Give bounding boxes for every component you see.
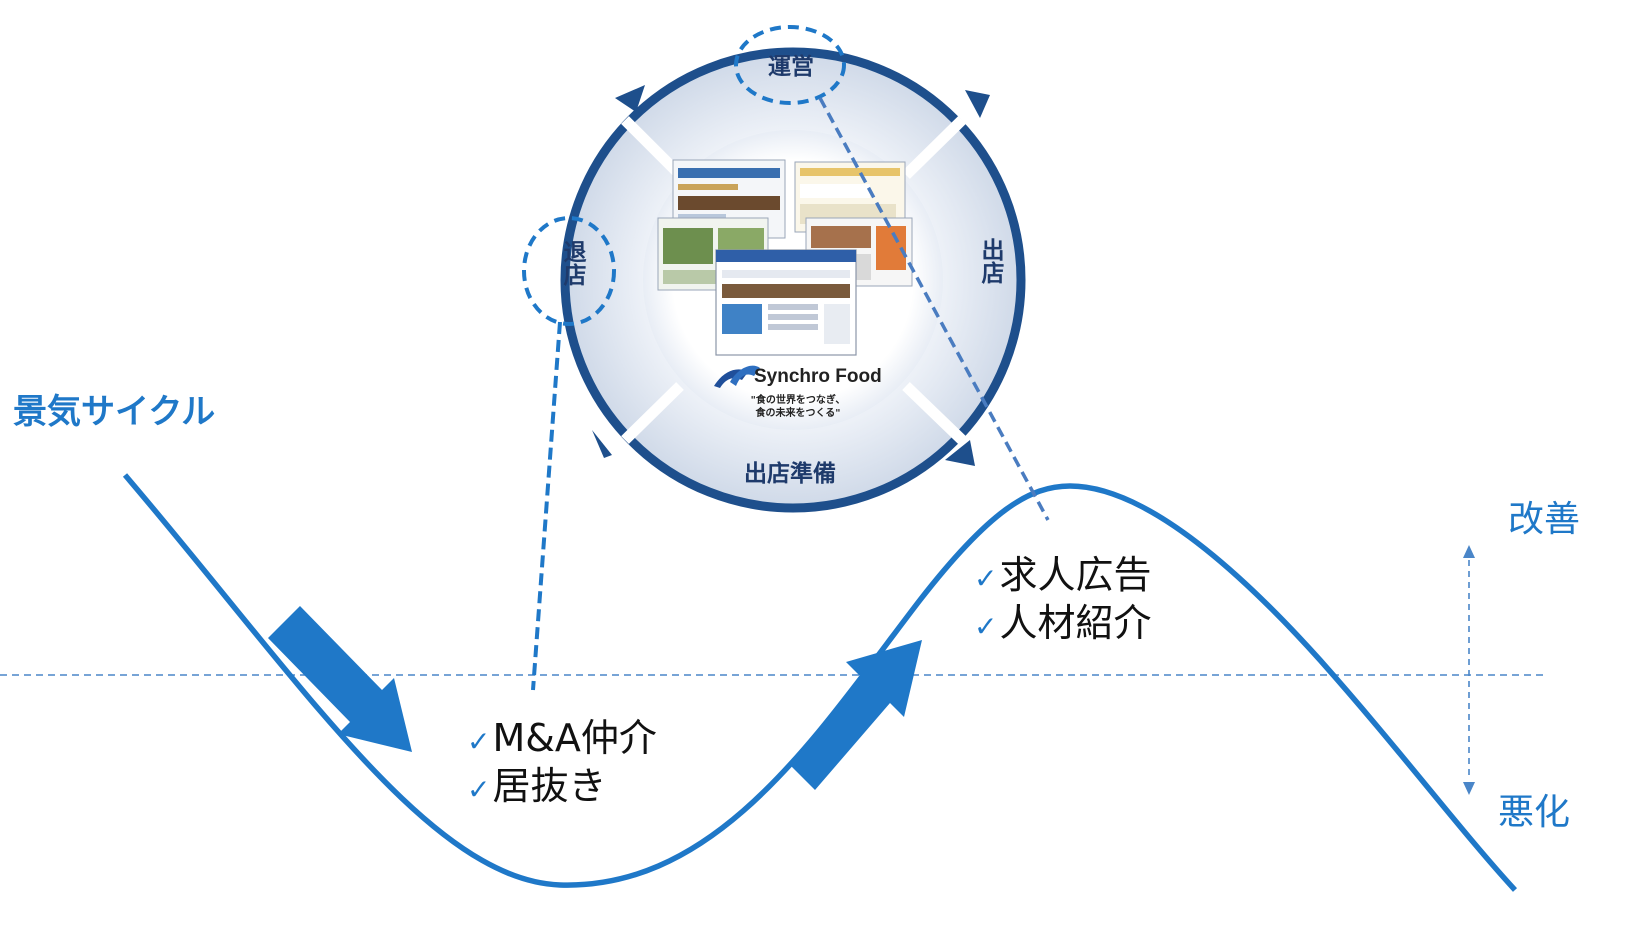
upturn-services-list: ✓求人広告 ✓人材紹介 [974, 553, 1151, 649]
check-icon: ✓ [467, 773, 491, 806]
check-icon: ✓ [974, 610, 998, 643]
downturn-services-list: ✓M&A仲介 ✓居抜き [467, 716, 657, 812]
stage-operation-label: 運営 [768, 54, 814, 80]
list-item: ✓求人広告 [974, 553, 1151, 601]
highlight-close-ellipse [522, 216, 616, 326]
connector-close-to-downturn [531, 321, 562, 691]
service-label: 求人広告 [999, 553, 1152, 597]
ring-arrow-top-right [965, 90, 990, 118]
ring-arrow-top-left [615, 85, 645, 112]
cycle-title: 景気サイクル [13, 392, 216, 432]
ring-arrow-bottom-left [592, 430, 612, 458]
synchro-food-logo-mark [714, 365, 760, 388]
service-label: 居抜き [492, 764, 607, 808]
stage-close-label: 退店 [559, 240, 585, 286]
improve-label: 改善 [1508, 499, 1581, 540]
stage-preparation-label: 出店準備 [744, 461, 836, 487]
worsen-label: 悪化 [1498, 792, 1571, 833]
highlight-operation-ellipse [734, 25, 846, 105]
logo-tagline-line-2: 食の未来をつくる" [755, 407, 841, 419]
downturn-arrow [268, 606, 412, 752]
list-item: ✓居抜き [467, 764, 657, 812]
synchro-food-logo: Synchro Food "食の世界をつなぎ、 食の未来をつくる" [706, 360, 886, 422]
service-label: M&A仲介 [492, 716, 657, 760]
ring-arrow-bottom-right [945, 440, 975, 466]
website-screenshots [657, 159, 913, 356]
connector-operation-to-upturn [818, 97, 1050, 521]
economic-cycle-curve [122, 473, 1518, 892]
logo-tagline-line-1: "食の世界をつなぎ、 [750, 395, 846, 406]
logo-name: Synchro Food [754, 366, 882, 387]
check-icon: ✓ [974, 562, 998, 595]
ring-separators [621, 116, 966, 444]
upturn-arrow [790, 640, 922, 790]
check-icon: ✓ [467, 725, 491, 758]
list-item: ✓M&A仲介 [467, 716, 657, 764]
logo-tagline: "食の世界をつなぎ、 食の未来をつくる" [738, 395, 858, 420]
service-label: 人材紹介 [999, 601, 1152, 645]
axis-up-arrowhead [1463, 545, 1475, 558]
stage-open-label: 出店 [977, 238, 1003, 284]
axis-down-arrowhead [1463, 782, 1475, 795]
list-item: ✓人材紹介 [974, 601, 1151, 649]
